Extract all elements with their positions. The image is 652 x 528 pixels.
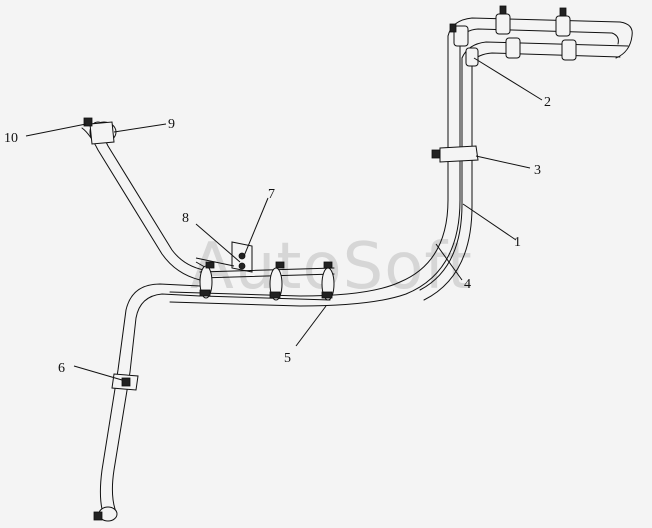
upper-pipe-2 xyxy=(447,5,633,67)
mounting-rail xyxy=(199,267,335,301)
callout-2: 2 xyxy=(544,95,551,110)
lower-left-pipe xyxy=(93,283,201,522)
left-branch-pipe xyxy=(81,123,205,281)
callout-6: 6 xyxy=(58,361,65,376)
clamp-6 xyxy=(111,373,139,391)
callout-9: 9 xyxy=(168,117,175,132)
callout-5: 5 xyxy=(284,351,291,366)
leader-lines xyxy=(25,57,543,381)
callout-3: 3 xyxy=(534,163,541,178)
fitting-9 xyxy=(89,121,117,145)
bracket-7 xyxy=(231,241,253,273)
clamps-5 xyxy=(199,261,335,301)
callout-8: 8 xyxy=(182,211,189,226)
callout-4: 4 xyxy=(464,277,471,292)
callout-10: 10 xyxy=(4,131,18,146)
callout-labels: 1 2 3 4 5 6 7 8 9 10 xyxy=(4,95,551,376)
callout-1: 1 xyxy=(514,235,521,250)
clip-10 xyxy=(83,117,93,127)
callout-7: 7 xyxy=(268,187,275,202)
clamp-3 xyxy=(431,145,479,163)
